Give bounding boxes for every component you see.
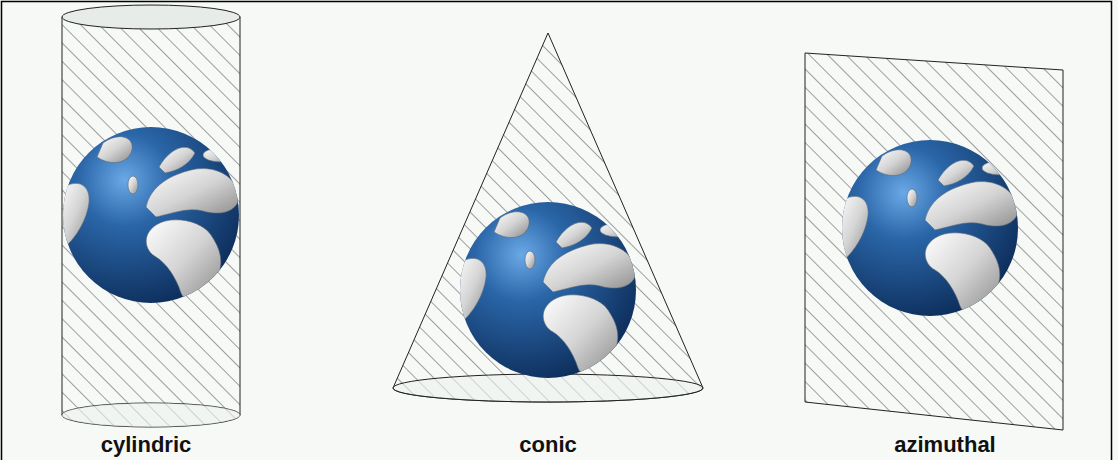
plane-surface bbox=[805, 53, 1063, 430]
cylinder-surface bbox=[59, 5, 240, 427]
projection-label: conic bbox=[519, 433, 576, 457]
cone-surface bbox=[393, 33, 703, 402]
projection-label: cylindric bbox=[101, 433, 191, 457]
projection-label: azimuthal bbox=[894, 433, 995, 457]
